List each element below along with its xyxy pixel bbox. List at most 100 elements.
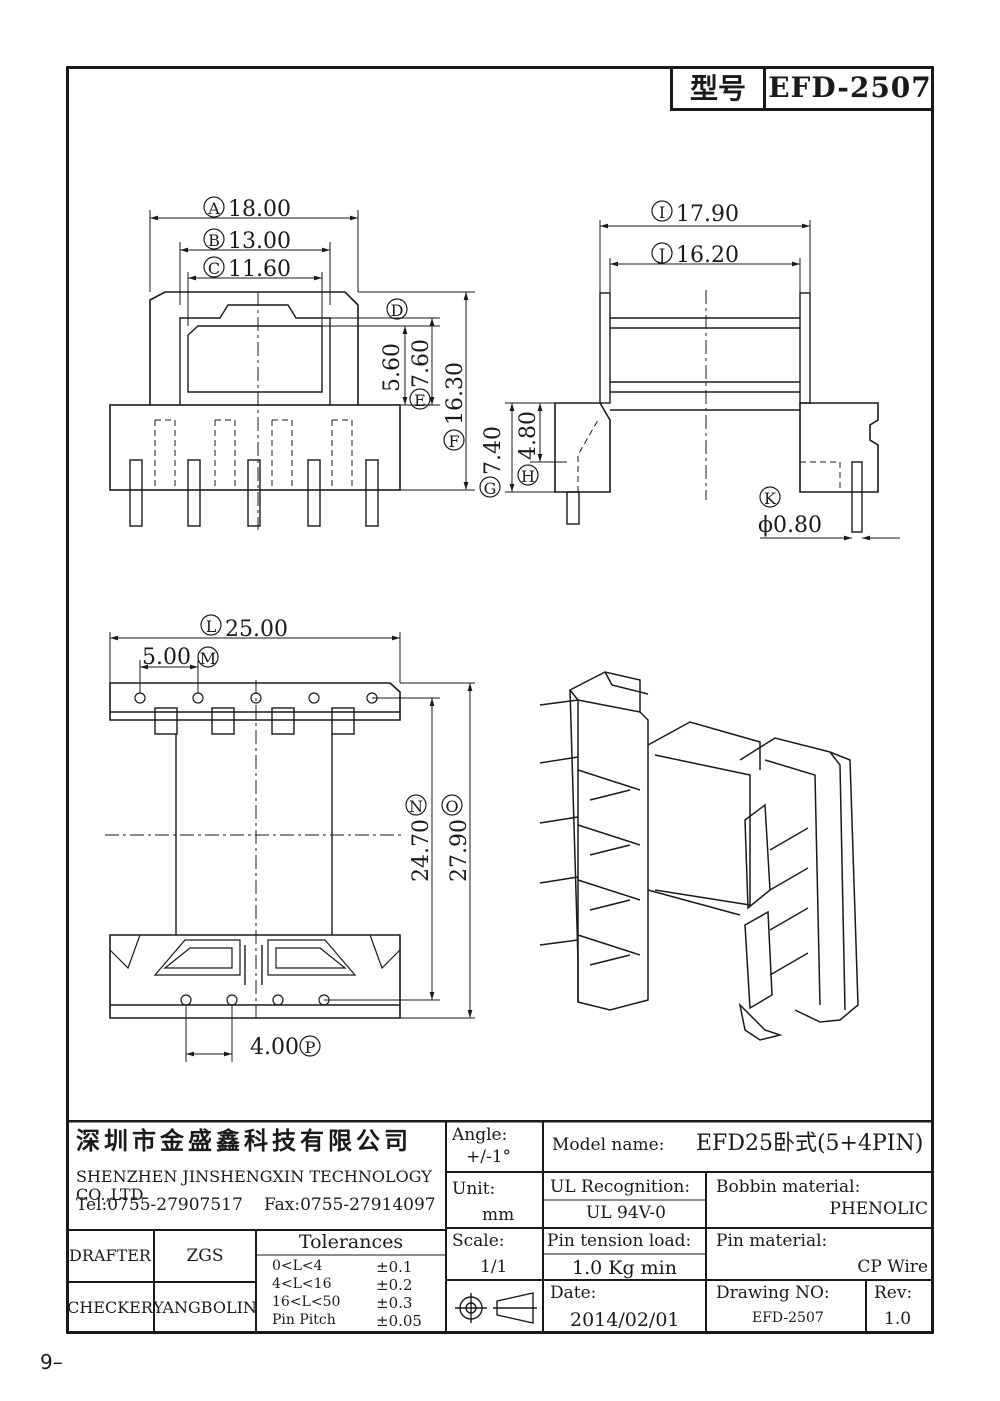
svg-text:A: A: [207, 199, 220, 218]
tolerance-value-4: ±0.05: [376, 1312, 422, 1330]
side-view: [505, 220, 900, 541]
svg-text:4.80: 4.80: [516, 411, 541, 460]
scale-value: 1/1: [480, 1257, 508, 1277]
dim-j: J 16.20: [651, 242, 739, 268]
svg-text:25.00: 25.00: [225, 617, 288, 642]
dim-a: A 18.00: [203, 196, 291, 222]
svg-text:13.00: 13.00: [228, 229, 291, 254]
svg-text:I: I: [659, 203, 665, 222]
svg-text:18.00: 18.00: [228, 197, 291, 222]
svg-text:16.20: 16.20: [676, 243, 739, 268]
svg-text:24.70: 24.70: [409, 819, 434, 882]
pin-material-value: CP Wire: [857, 1257, 928, 1277]
dim-d: D 5.60: [380, 298, 408, 392]
pin-tension-value: 1.0 Kg min: [572, 1257, 677, 1279]
svg-text:O: O: [445, 797, 458, 816]
bottom-view: [105, 632, 475, 1062]
drawing-frame: [66, 66, 934, 1334]
company-name-en: SHENZHEN JINSHENGXIN TECHNOLOGY CO.,LTD: [76, 1167, 432, 1204]
svg-text:5.60: 5.60: [380, 343, 405, 392]
dim-g: G 7.40: [479, 426, 506, 498]
svg-text:N: N: [409, 797, 423, 816]
dim-h: H 4.80: [516, 411, 541, 486]
drawing-no-value: EFD-2507: [752, 1310, 824, 1326]
svg-text:27.90: 27.90: [447, 819, 472, 882]
svg-text:P: P: [305, 1038, 316, 1057]
angle-value: +/-1°: [466, 1147, 512, 1167]
checker-label: CHECKER: [67, 1298, 153, 1318]
svg-text:H: H: [521, 467, 535, 486]
scale-label: Scale:: [452, 1231, 505, 1251]
dim-c: C 11.60: [203, 256, 291, 282]
dim-n: N 24.70: [405, 794, 434, 882]
dim-m: 5.00 M: [142, 645, 219, 670]
tolerances-title: Tolerances: [298, 1231, 404, 1254]
company-name-cn: 深圳市金盛鑫科技有限公司: [76, 1127, 412, 1155]
title-block-grid: [66, 1120, 934, 1334]
svg-text:D: D: [391, 301, 404, 320]
dim-e: E 7.60: [409, 339, 434, 410]
model-label: 型号: [673, 66, 766, 108]
svg-text:ϕ0.80: ϕ0.80: [758, 513, 822, 538]
svg-text:F: F: [448, 432, 459, 451]
dim-f: F 16.30: [443, 362, 468, 451]
tel-number: Tel:0755-27907517: [76, 1195, 243, 1215]
model-value: EFD-2507: [768, 70, 932, 104]
svg-text:5.00: 5.00: [142, 645, 191, 670]
tolerance-range-3: 16<L<50: [272, 1294, 341, 1310]
svg-text:17.90: 17.90: [676, 202, 739, 227]
svg-text:16.30: 16.30: [443, 362, 468, 425]
bobbin-material-label: Bobbin material:: [716, 1177, 861, 1197]
model-name-label: Model name:: [552, 1135, 665, 1155]
tolerance-value-1: ±0.1: [376, 1258, 413, 1276]
ul-recognition-label: UL Recognition:: [550, 1177, 691, 1197]
unit-value: mm: [482, 1205, 515, 1225]
drafter-value: ZGS: [186, 1245, 224, 1266]
model-name-value: EFD25卧式(5+4PIN): [696, 1131, 924, 1156]
svg-text:7.60: 7.60: [409, 339, 434, 388]
tolerance-range-4: Pin Pitch: [272, 1312, 336, 1328]
date-label: Date:: [550, 1283, 597, 1303]
dim-b: B 13.00: [203, 228, 291, 254]
svg-text:M: M: [200, 649, 216, 668]
front-view: [109, 210, 475, 530]
svg-text:J: J: [657, 245, 665, 264]
svg-text:L: L: [206, 617, 217, 636]
isometric-view: [539, 671, 859, 1041]
rev-label: Rev:: [874, 1283, 913, 1303]
rev-value: 1.0: [884, 1309, 912, 1329]
svg-text:11.60: 11.60: [228, 257, 291, 282]
model-header: 型号 EFD-2507: [670, 66, 934, 111]
dim-l: L 25.00: [200, 614, 288, 642]
svg-text:4.00: 4.00: [250, 1035, 299, 1060]
svg-text:G: G: [484, 479, 497, 498]
dimension-labels: A 18.00 B 13.00 C 11.60 D 5.60 E 7.60 F …: [142, 196, 822, 1060]
angle-label: Angle:: [452, 1125, 508, 1145]
projection-symbol-icon: [455, 1292, 537, 1324]
pin-tension-label: Pin tension load:: [547, 1231, 692, 1251]
tolerance-range-2: 4<L<16: [272, 1276, 332, 1292]
checker-value: YANGBOLIN: [153, 1298, 257, 1318]
tolerance-value-2: ±0.2: [376, 1276, 413, 1294]
svg-text:7.40: 7.40: [481, 426, 506, 475]
pin-material-label: Pin material:: [716, 1231, 828, 1251]
dim-p: 4.00 P: [250, 1035, 321, 1060]
ul-recognition-value: UL 94V-0: [586, 1203, 666, 1223]
drawing-no-label: Drawing NO:: [716, 1283, 830, 1303]
dim-k: K ϕ0.80: [758, 486, 822, 538]
bobbin-material-value: PHENOLIC: [829, 1199, 929, 1219]
svg-text:E: E: [414, 391, 426, 410]
title-block: 深圳市金盛鑫科技有限公司 SHENZHEN JINSHENGXIN TECHNO…: [66, 1120, 934, 1334]
svg-text:K: K: [764, 489, 777, 508]
drafter-label: DRAFTER: [69, 1246, 151, 1266]
svg-text:B: B: [208, 231, 220, 250]
dim-o: O 27.90: [441, 794, 472, 882]
date-value: 2014/02/01: [570, 1309, 680, 1331]
unit-label: Unit:: [452, 1179, 496, 1199]
technical-drawing: A 18.00 B 13.00 C 11.60 D 5.60 E 7.60 F …: [105, 196, 900, 1062]
tolerance-range-1: 0<L<4: [272, 1258, 323, 1274]
dim-i: I 17.90: [651, 200, 739, 227]
tolerance-value-3: ±0.3: [376, 1294, 413, 1312]
svg-text:C: C: [208, 259, 220, 278]
fax-number: Fax:0755-27914097: [264, 1195, 436, 1215]
